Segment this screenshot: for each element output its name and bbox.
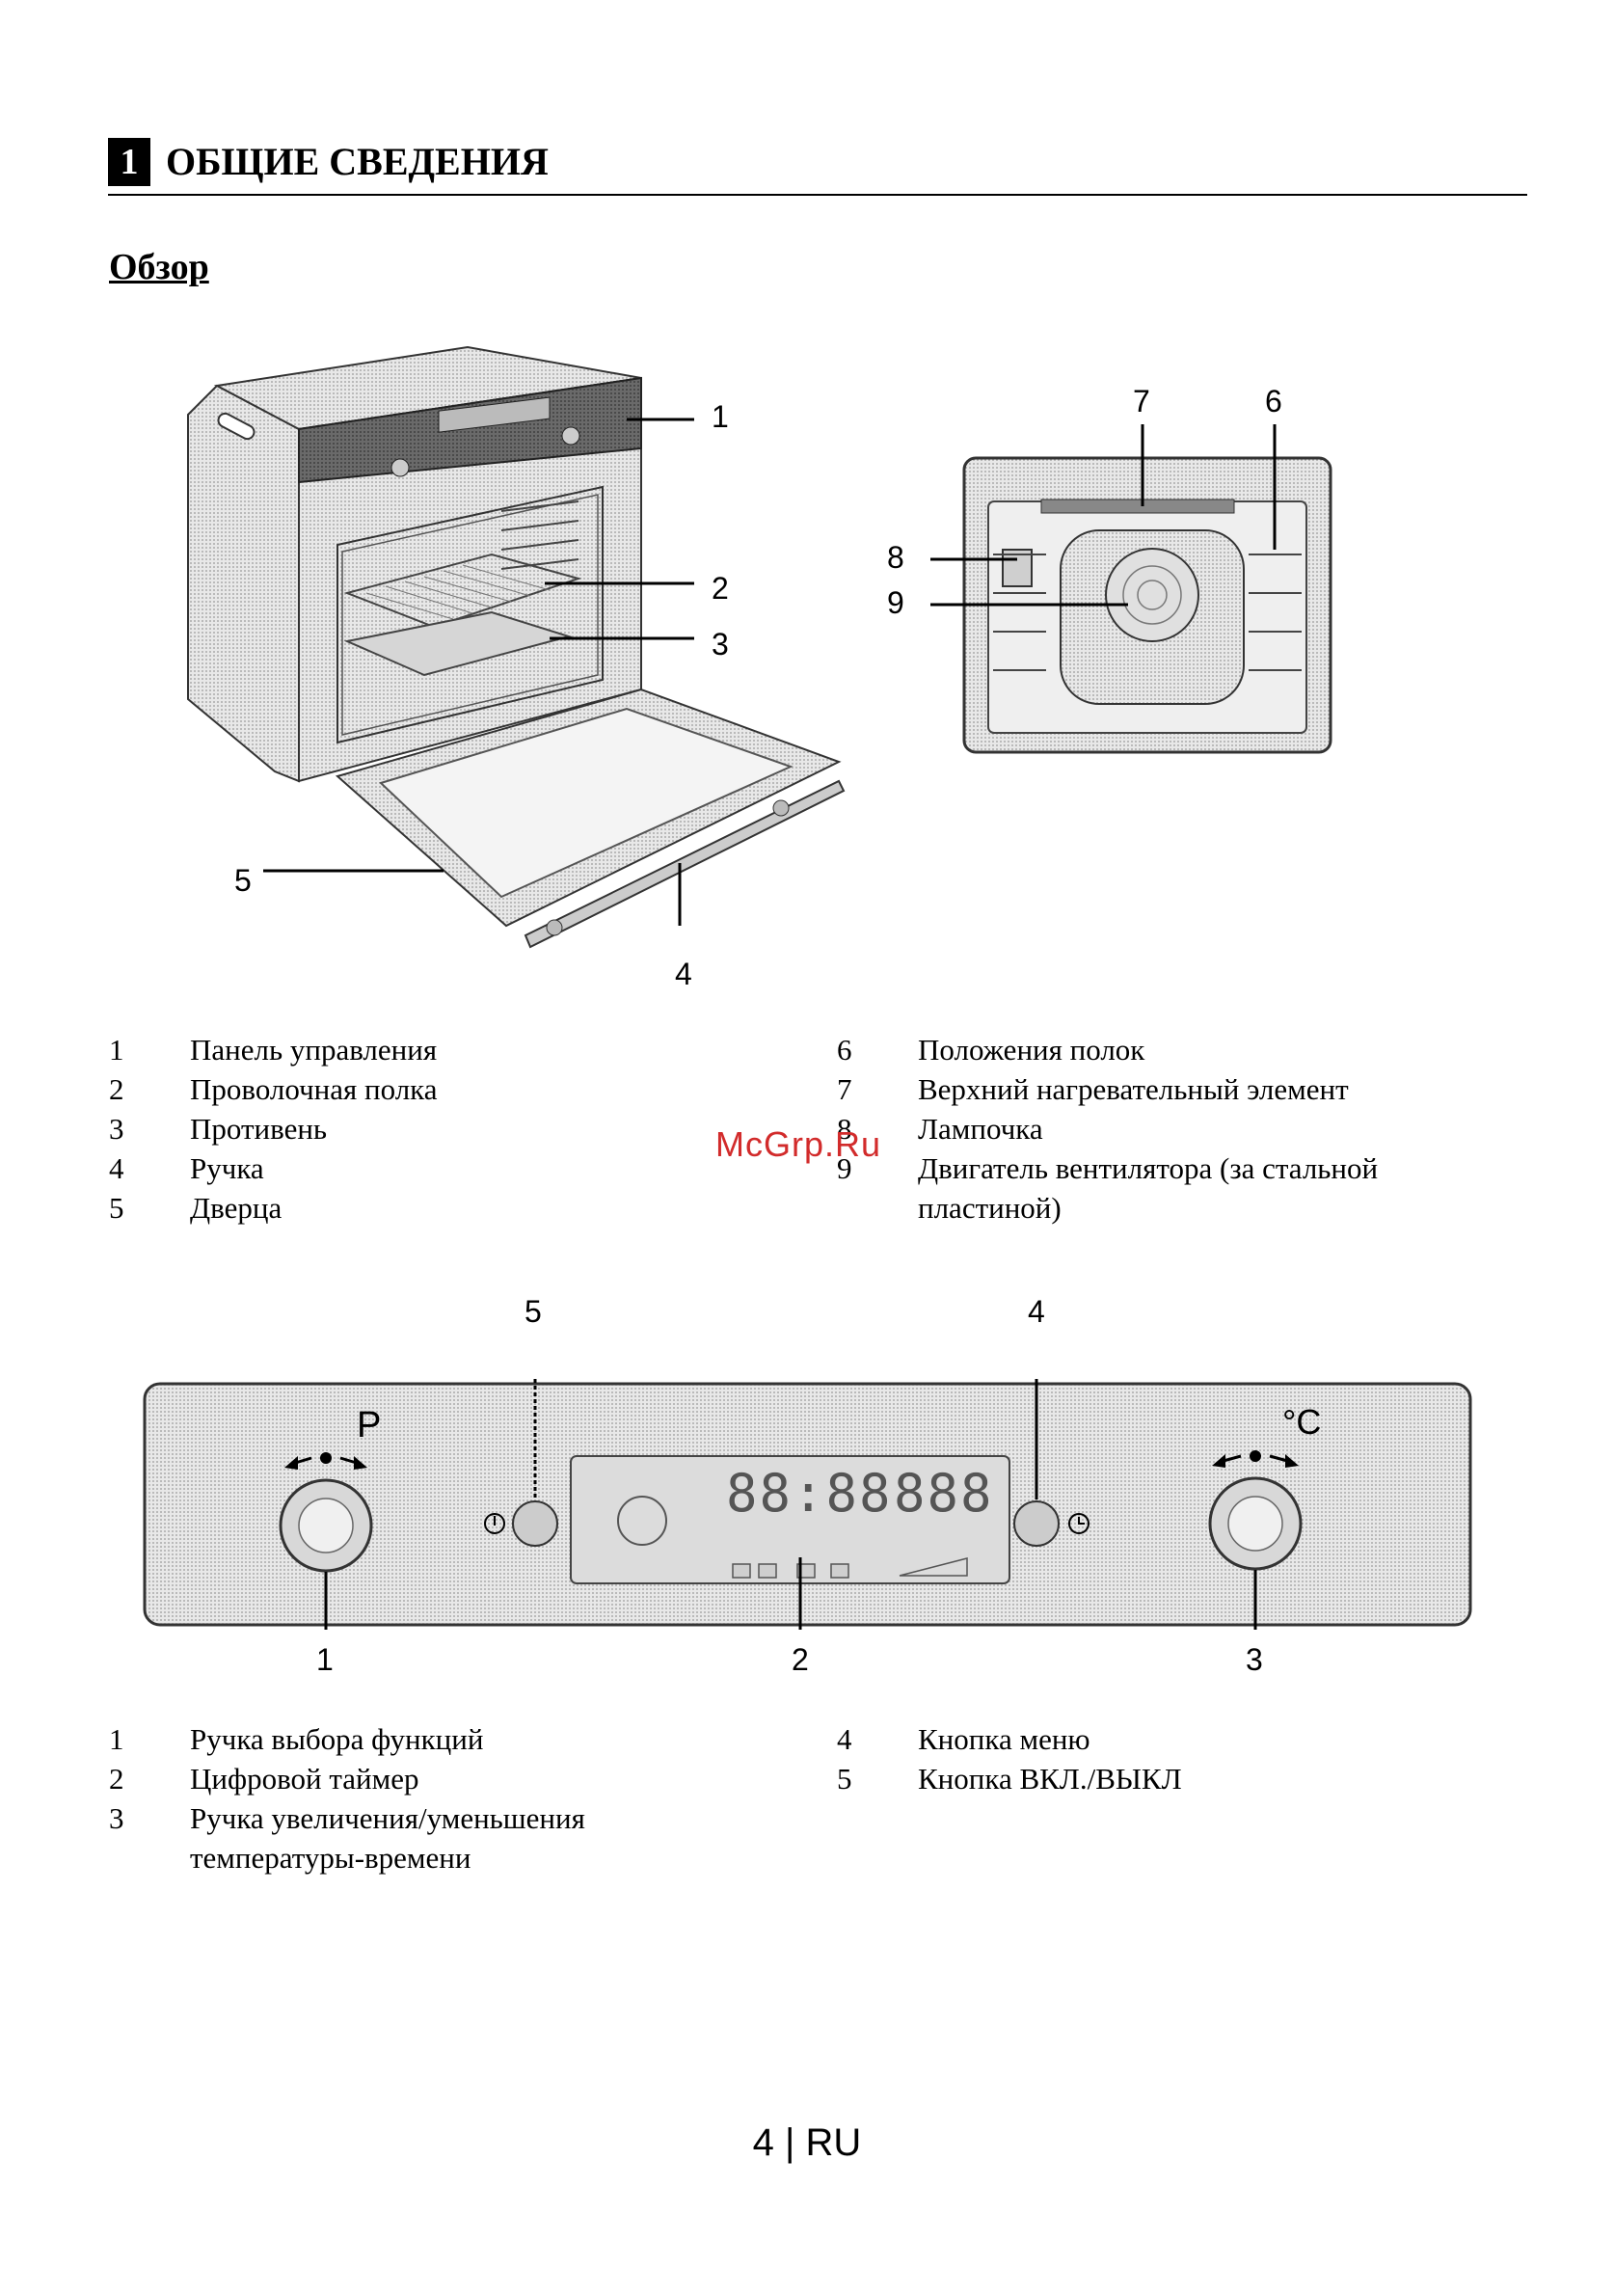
panel-display-temp: 888 [894, 1463, 994, 1524]
panel-display-time: 88:88 [726, 1463, 893, 1524]
watermark: McGrp.Ru [715, 1124, 882, 1164]
callout-9: 9 [887, 585, 904, 620]
section-title: ОБЩИЕ СВЕДЕНИЯ [166, 140, 549, 183]
callout-2: 2 [712, 571, 729, 606]
subtitle: Обзор [109, 247, 209, 287]
page-footer: 4 | RU [0, 2121, 1614, 2165]
panel-knob-left-symbol: P [357, 1405, 382, 1445]
page-language: RU [805, 2121, 862, 2164]
panel-callout-3: 3 [1246, 1642, 1263, 1677]
panel-callout-2: 2 [792, 1642, 809, 1677]
callout-4: 4 [675, 957, 692, 991]
page-number: 4 [752, 2121, 774, 2164]
panel-callout-1: 1 [316, 1642, 334, 1677]
section-number: 1 [108, 138, 150, 186]
callout-3: 3 [712, 627, 729, 662]
panel-callout-4: 4 [1028, 1294, 1045, 1329]
callout-7: 7 [1133, 384, 1150, 419]
panel-callout-5: 5 [525, 1294, 542, 1329]
footer-separator: | [785, 2121, 806, 2164]
callout-1: 1 [712, 399, 729, 434]
control-panel-illustration [143, 1379, 1472, 1630]
callout-8: 8 [887, 540, 904, 575]
panel-knob-right-symbol: °C [1282, 1402, 1322, 1442]
oven-overview-illustration [187, 345, 846, 949]
oven-cavity-illustration [930, 424, 1332, 754]
callout-5: 5 [234, 863, 252, 898]
callout-6: 6 [1265, 384, 1282, 419]
section-header: 1 ОБЩИЕ СВЕДЕНИЯ [108, 130, 1527, 196]
